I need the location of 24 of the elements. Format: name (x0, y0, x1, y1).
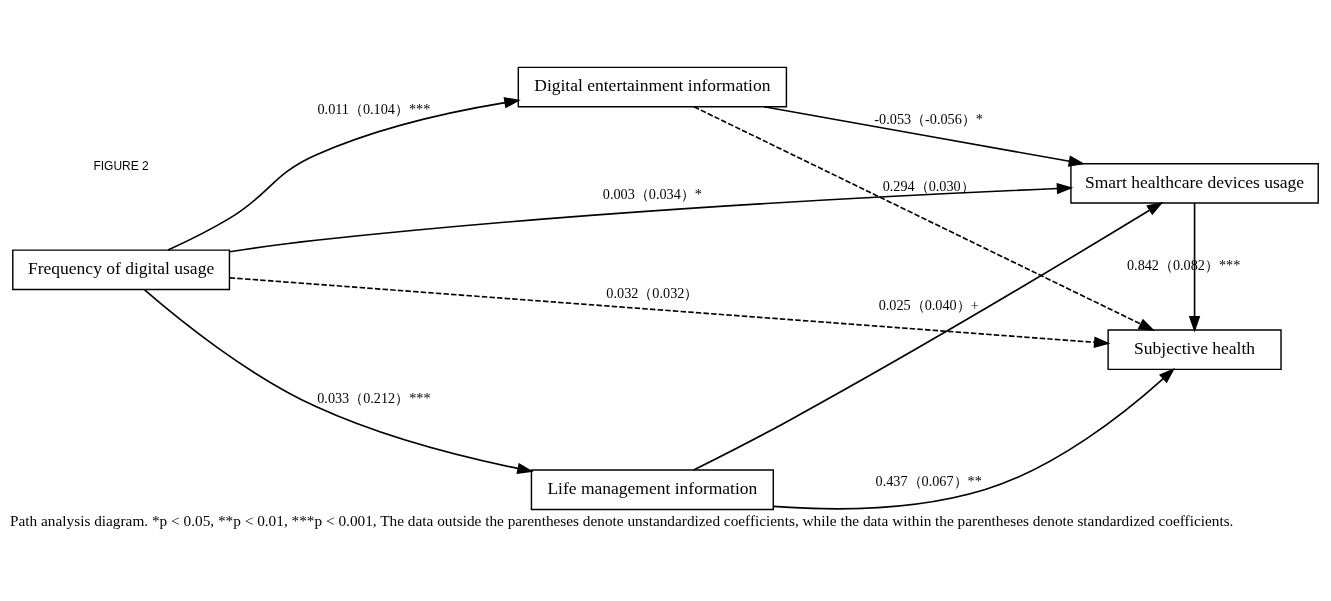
arrow (692, 201, 1164, 471)
node-box: Subjective health (1107, 328, 1282, 370)
node-box: Frequency of digital usage (12, 248, 231, 290)
arrow (693, 105, 1155, 331)
arrow (228, 182, 1074, 253)
arrow (1188, 201, 1201, 332)
arrow (772, 367, 1175, 510)
edge-label: 0.437（0.067）** (875, 472, 982, 489)
arrow (167, 96, 521, 251)
label: FIGURE 2 (93, 158, 149, 173)
node-box: Digital entertainment information (517, 66, 788, 107)
edge-label: 0.294（0.030） (882, 177, 975, 194)
node-box: Life management information (530, 468, 774, 510)
arrow (143, 288, 534, 474)
edge-label: 0.011（0.104）*** (317, 100, 431, 117)
arrow (229, 276, 1111, 348)
node-box: Smart healthcare devices usage (1070, 162, 1319, 204)
edge-label: 0.032（0.032） (606, 284, 699, 301)
arrow (763, 105, 1085, 167)
edge-label: 0.025（0.040）+ (878, 296, 979, 313)
caption: Path analysis diagram. *p < 0.05, **p < 0.01, ***p < 0.001, The data outside the parentheses denote unstandardized coefficients, while the data within the parentheses denote standardized coefficients. (10, 511, 1234, 529)
edge-label: 0.033（0.212）*** (317, 389, 431, 406)
edge-label: -0.053（-0.056）* (874, 110, 983, 127)
edge-label: 0.003（0.034）* (602, 185, 702, 202)
